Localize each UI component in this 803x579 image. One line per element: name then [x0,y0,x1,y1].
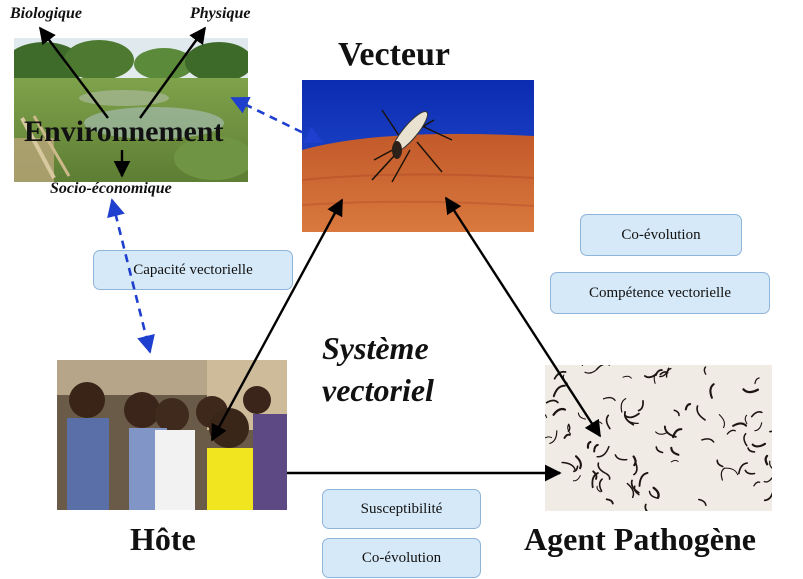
pathogen-title: Agent Pathogène [524,521,756,557]
environment-photo [14,38,248,182]
host-title: Hôte [130,521,196,557]
dashed-arrow-env-host [107,198,155,354]
coevolution-box-bottom: Co-évolution [322,538,481,578]
arrow-vector-pathogen [444,196,602,438]
arrow-env-to-biologique [38,26,109,119]
arrow-host-vector [210,198,344,442]
physique-label: Physique [190,5,251,22]
dashed-arrow-env-vector [230,96,324,144]
coevolution-box-top: Co-évolution [580,214,742,256]
arrow-env-to-physique [139,26,206,119]
susceptibilite-box: Susceptibilité [322,489,481,529]
environment-title: Environnement [24,115,224,148]
socio-economique-label: Socio-économique [50,180,172,197]
vector-title: Vecteur [338,36,451,73]
biologique-label: Biologique [10,5,83,22]
